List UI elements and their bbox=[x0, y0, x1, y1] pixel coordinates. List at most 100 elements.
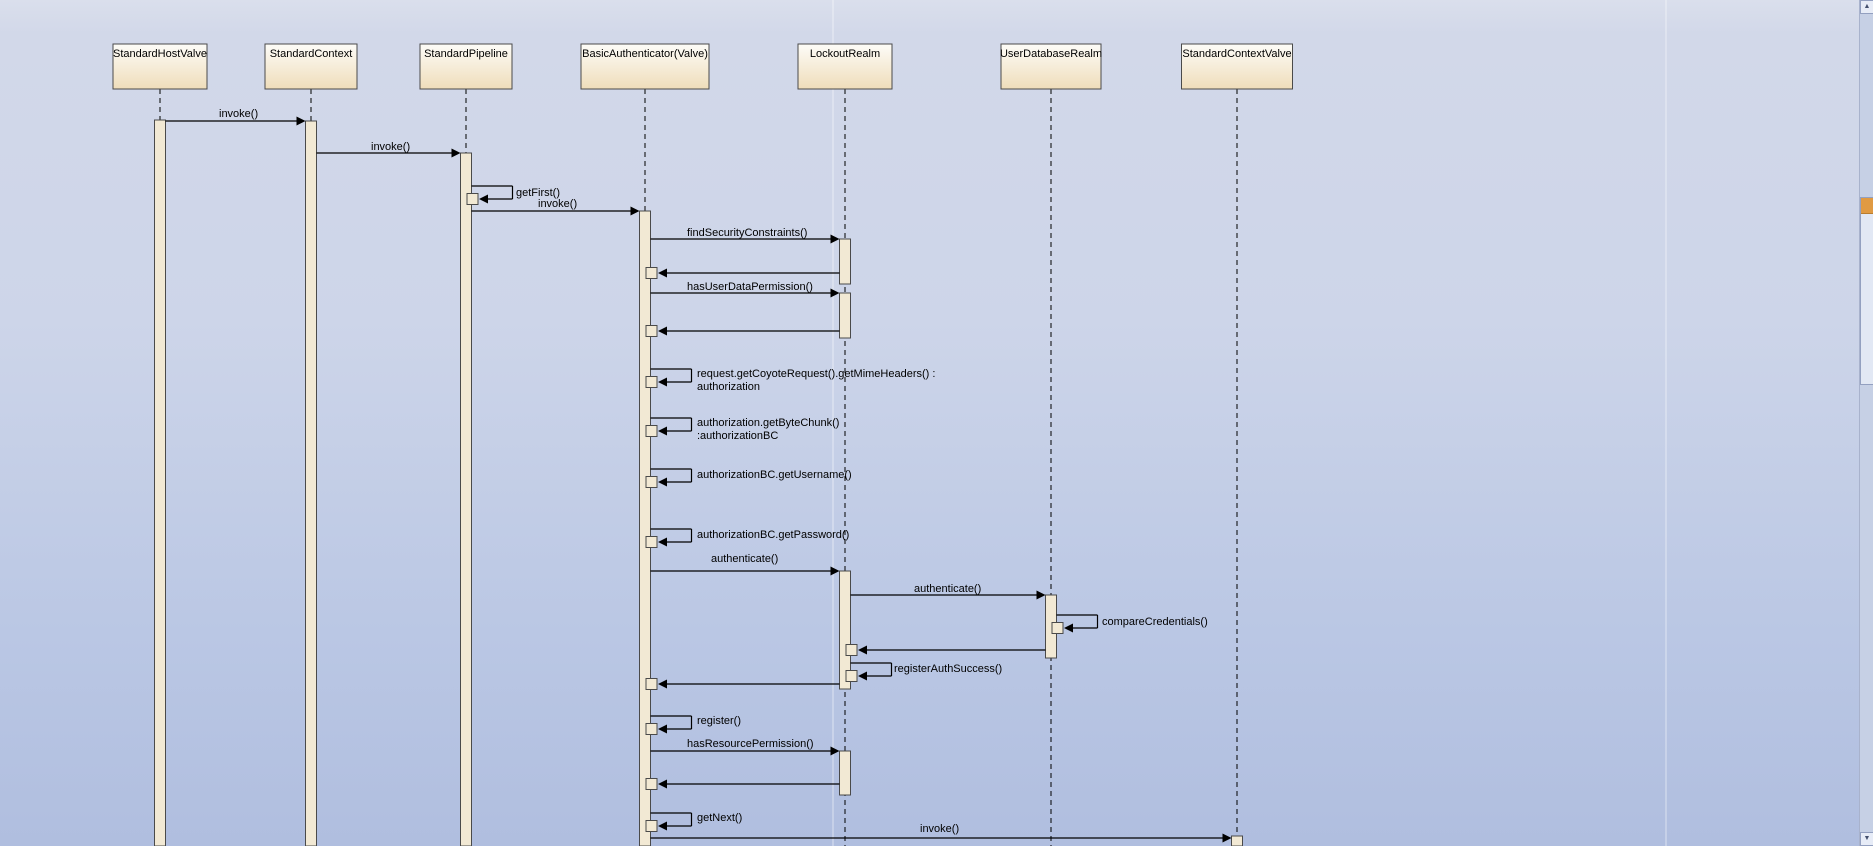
activation-standardhostvalve[interactable] bbox=[154, 119, 166, 846]
lifeline-head-userdatabaserealm[interactable]: UserDatabaseRealm bbox=[1000, 43, 1102, 90]
message-comparecredentials[interactable]: compareCredentials() bbox=[1051, 614, 1208, 634]
message-invoke[interactable]: invoke() bbox=[165, 108, 306, 126]
message-authenticate[interactable]: authenticate() bbox=[650, 553, 840, 576]
message-label: authorizationBC.getPassword() bbox=[697, 529, 849, 541]
nested-activation-marker bbox=[466, 193, 479, 205]
message-label: invoke() bbox=[920, 823, 959, 835]
message-label: hasUserDataPermission() bbox=[687, 281, 813, 293]
activation-lockoutrealm[interactable] bbox=[839, 238, 851, 285]
arrowhead-icon bbox=[1064, 623, 1073, 633]
activation-lockoutrealm[interactable] bbox=[839, 292, 851, 339]
lifeline-head-standardcontextvalve[interactable]: StandardContextValve bbox=[1181, 43, 1293, 90]
message-return[interactable] bbox=[845, 644, 1046, 656]
arrowhead-icon bbox=[658, 477, 667, 487]
message-label: invoke() bbox=[219, 108, 258, 120]
lifeline-name: UserDatabaseRealm bbox=[1000, 48, 1102, 60]
message-authorizationbcgetusername[interactable]: authorizationBC.getUsername() bbox=[645, 468, 852, 488]
nested-activation-marker bbox=[845, 644, 858, 656]
activation-standardcontextvalve[interactable] bbox=[1231, 835, 1243, 846]
lifeline-name: StandardPipeline bbox=[424, 48, 508, 60]
scroll-down-button[interactable]: ▼ bbox=[1860, 832, 1873, 846]
message-findsecurityconstraints[interactable]: findSecurityConstraints() bbox=[650, 227, 840, 244]
arrowhead-icon bbox=[658, 679, 667, 689]
message-label: register() bbox=[697, 715, 741, 727]
message-authenticate[interactable]: authenticate() bbox=[850, 583, 1046, 600]
message-label: authorization bbox=[697, 381, 760, 393]
lifeline-head-box[interactable] bbox=[112, 43, 208, 90]
lifeline-head-box[interactable] bbox=[1181, 43, 1293, 90]
message-return[interactable] bbox=[645, 678, 840, 690]
arrowhead-icon bbox=[1222, 833, 1232, 843]
message-invoke[interactable]: invoke() bbox=[316, 141, 461, 158]
activation-standardcontext[interactable] bbox=[305, 120, 317, 846]
message-label: authenticate() bbox=[914, 583, 981, 595]
lifeline-head-box[interactable] bbox=[264, 43, 358, 90]
message-label: findSecurityConstraints() bbox=[687, 227, 807, 239]
lifeline-head-standardpipeline[interactable]: StandardPipeline bbox=[419, 43, 513, 90]
message-label: getNext() bbox=[697, 812, 742, 824]
message-label: authenticate() bbox=[711, 553, 778, 565]
lifeline-head-box[interactable] bbox=[419, 43, 513, 90]
nested-activation-marker bbox=[645, 376, 658, 388]
scrollbar-thumb[interactable] bbox=[1860, 197, 1873, 385]
message-return[interactable] bbox=[645, 325, 840, 337]
message-label: invoke() bbox=[538, 198, 577, 210]
message-getfirst[interactable]: getFirst() bbox=[466, 185, 560, 205]
arrowhead-icon bbox=[658, 724, 667, 734]
scroll-up-button[interactable]: ▲ bbox=[1860, 0, 1873, 14]
arrowhead-icon bbox=[479, 194, 488, 204]
lifeline-head-box[interactable] bbox=[1000, 43, 1102, 90]
message-hasresourcepermission[interactable]: hasResourcePermission() bbox=[650, 738, 840, 756]
lifeline-head-standardcontext[interactable]: StandardContext bbox=[264, 43, 358, 90]
lifeline-name: BasicAuthenticator(Valve) bbox=[582, 48, 708, 60]
arrowhead-icon bbox=[630, 206, 640, 216]
message-invoke[interactable]: invoke() bbox=[650, 823, 1232, 843]
nested-activation-marker bbox=[645, 325, 658, 337]
message-getnext[interactable]: getNext() bbox=[645, 812, 742, 832]
nested-activation-marker bbox=[645, 820, 658, 832]
activation-lockoutrealm[interactable] bbox=[839, 750, 851, 796]
message-hasuserdatapermission[interactable]: hasUserDataPermission() bbox=[650, 281, 840, 298]
message-invoke[interactable]: invoke() bbox=[471, 198, 640, 216]
arrowhead-icon bbox=[858, 671, 867, 681]
nested-activation-marker bbox=[645, 778, 658, 790]
arrowhead-icon bbox=[830, 566, 840, 576]
message-authorizationgetbytechunk[interactable]: authorization.getByteChunk():authorizati… bbox=[645, 417, 839, 442]
lifeline-name: StandardContextValve bbox=[1182, 48, 1291, 60]
lifeline-head-box[interactable] bbox=[797, 43, 893, 90]
arrowhead-icon bbox=[658, 779, 667, 789]
activation-standardpipeline[interactable] bbox=[460, 152, 472, 846]
vertical-scrollbar[interactable]: ▲ ▼ bbox=[1859, 0, 1873, 846]
nested-activation-marker bbox=[645, 536, 658, 548]
nested-activation-marker bbox=[645, 678, 658, 690]
message-requestgetcoyoterequestgetmimeheaders[interactable]: request.getCoyoteRequest().getMimeHeader… bbox=[645, 368, 935, 393]
message-registerauthsuccess[interactable]: registerAuthSuccess() bbox=[845, 662, 1002, 682]
message-label: request.getCoyoteRequest().getMimeHeader… bbox=[697, 368, 935, 380]
lifeline-head-box[interactable] bbox=[580, 43, 710, 90]
lifeline-head-basicauthenticator[interactable]: BasicAuthenticator(Valve) bbox=[580, 43, 710, 90]
nested-activation-marker bbox=[845, 670, 858, 682]
lifeline-head-lockoutrealm[interactable]: LockoutRealm bbox=[797, 43, 893, 90]
arrowhead-icon bbox=[830, 288, 840, 298]
message-label: getFirst() bbox=[516, 187, 560, 199]
arrowhead-icon bbox=[658, 268, 667, 278]
message-label: registerAuthSuccess() bbox=[894, 663, 1002, 675]
lifeline-name: StandardHostValve bbox=[113, 48, 207, 60]
lifeline-head-standardhostvalve[interactable]: StandardHostValve bbox=[112, 43, 208, 90]
message-return[interactable] bbox=[645, 778, 840, 790]
message-return[interactable] bbox=[645, 267, 840, 279]
arrowhead-icon bbox=[451, 148, 461, 158]
arrowhead-icon bbox=[658, 326, 667, 336]
activation-basicauthenticator[interactable] bbox=[639, 210, 651, 846]
nested-activation-marker bbox=[645, 476, 658, 488]
nested-activation-marker bbox=[645, 267, 658, 279]
message-label: invoke() bbox=[371, 141, 410, 153]
nested-activation-marker bbox=[1051, 622, 1064, 634]
message-authorizationbcgetpassword[interactable]: authorizationBC.getPassword() bbox=[645, 528, 849, 548]
arrowhead-icon bbox=[830, 234, 840, 244]
message-label: hasResourcePermission() bbox=[687, 738, 814, 750]
activation-lockoutrealm[interactable] bbox=[839, 570, 851, 690]
message-register[interactable]: register() bbox=[645, 715, 741, 735]
